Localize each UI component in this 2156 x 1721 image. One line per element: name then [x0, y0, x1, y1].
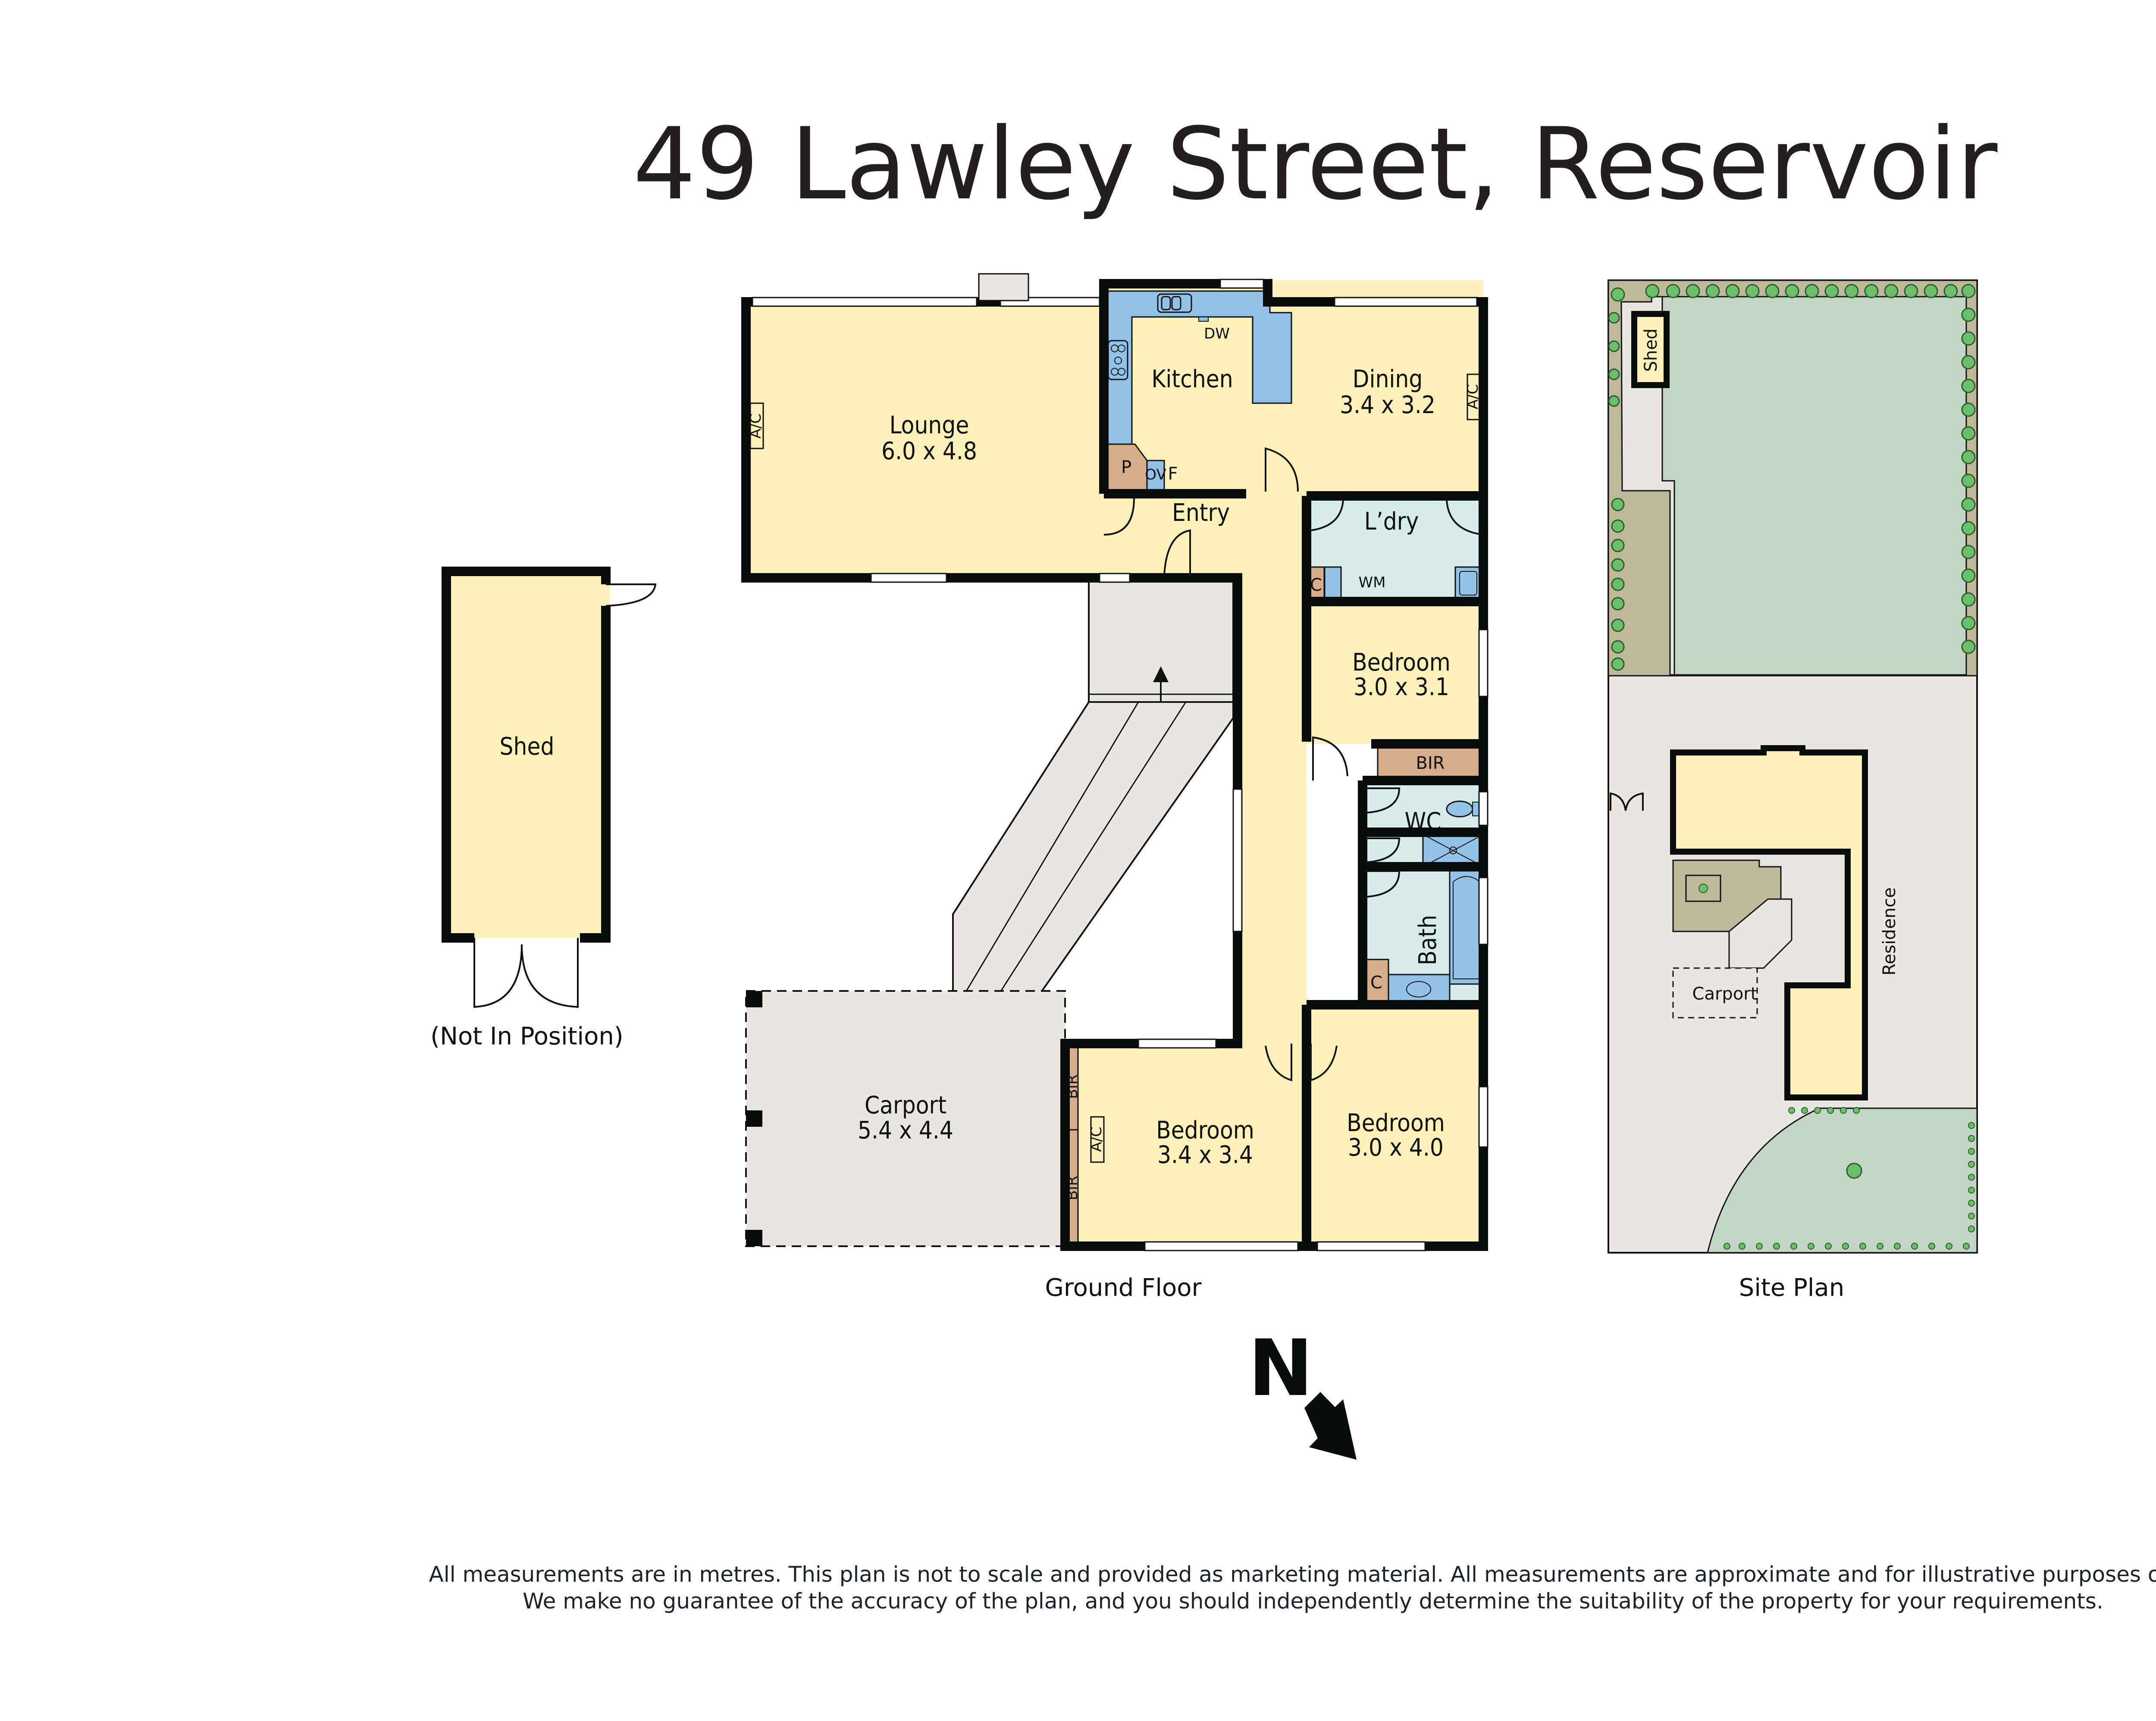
- bedroom-3-name: Bedroom: [1347, 1109, 1445, 1137]
- shower-icon: [1422, 834, 1484, 868]
- bath-label: Bath: [1414, 915, 1442, 965]
- bir-bed1-label: BIR: [1416, 753, 1445, 773]
- detached-shed: Shed (Not In Position): [430, 567, 657, 1050]
- rear-steps: [978, 273, 1029, 301]
- site-shed-label: Shed: [1641, 329, 1661, 372]
- laundry-cupboard-label: C: [1310, 575, 1322, 595]
- site-carport-label: Carport: [1692, 984, 1758, 1004]
- cooktop-icon: [1107, 340, 1128, 380]
- ground-floor-plan: Carport 5.4 x 4.4 DW: [741, 273, 1489, 1302]
- kitchen-benches: DW P OV F: [1105, 290, 1292, 492]
- carport-dims: 5.4 x 4.4: [858, 1116, 953, 1144]
- ac-unit-bedroom2: A/C: [1088, 1116, 1105, 1163]
- carport: Carport 5.4 x 4.4: [745, 990, 1066, 1247]
- basin-icon: [1406, 981, 1431, 997]
- dining-name: Dining: [1353, 365, 1423, 393]
- lounge: [746, 302, 1104, 578]
- bedroom-3-dims: 3.0 x 4.0: [1348, 1134, 1444, 1162]
- laundry-name: L’dry: [1364, 508, 1419, 536]
- site-residence: [1670, 745, 1868, 1100]
- bedroom-1-dims: 3.0 x 3.1: [1354, 673, 1449, 701]
- oven-label: OV: [1145, 466, 1166, 483]
- doors: [1103, 447, 1484, 1082]
- north-arrow-icon: N: [1248, 1323, 1357, 1460]
- ground-floor-caption: Ground Floor: [1045, 1274, 1202, 1302]
- disclaimer-line-1: All measurements are in metres. This pla…: [429, 1562, 2156, 1587]
- disclaimer-line-2: We make no guarantee of the accuracy of …: [523, 1589, 2103, 1614]
- shed-name: Shed: [500, 733, 555, 761]
- lounge-dims: 6.0 x 4.8: [881, 437, 977, 465]
- windows: [752, 279, 1489, 1251]
- bedroom-1: [1307, 602, 1483, 744]
- bedroom-2: [1065, 1044, 1307, 1246]
- trees: [1608, 284, 1976, 671]
- bedroom-2-dims: 3.4 x 3.4: [1157, 1141, 1253, 1169]
- carport-post: [746, 991, 762, 1007]
- shed-note: (Not In Position): [430, 1022, 623, 1050]
- bedroom-3: [1307, 1005, 1483, 1246]
- toilet-icon: [1446, 800, 1482, 818]
- carport-name: Carport: [865, 1091, 946, 1119]
- page-title: 49 Lawley Street, Reservoir: [633, 107, 1998, 222]
- fridge-label: F: [1168, 464, 1178, 484]
- bedroom-2-name: Bedroom: [1156, 1116, 1254, 1144]
- compass-letter: N: [1248, 1323, 1313, 1414]
- carport-post: [746, 1230, 762, 1246]
- residence-label: Residence: [1880, 887, 1899, 976]
- carport-post: [746, 1110, 762, 1127]
- rear-lawn: [1661, 296, 1967, 676]
- site-plan: Shed Carport Residence Site Plan: [1608, 279, 1978, 1302]
- svg-text:A/C: A/C: [1088, 1127, 1105, 1152]
- bedroom-1-name: Bedroom: [1352, 649, 1451, 677]
- bath-cupboard-label: C: [1370, 973, 1382, 993]
- dishwasher: [1198, 317, 1209, 322]
- dining-dims: 3.4 x 3.2: [1340, 391, 1435, 419]
- lounge-name: Lounge: [890, 411, 969, 439]
- sink-icon: [1157, 293, 1192, 313]
- bathtub-icon: [1449, 867, 1484, 985]
- washing-machine-label: WM: [1359, 574, 1386, 591]
- arrow-up-icon: [1153, 666, 1169, 702]
- site-plan-caption: Site Plan: [1739, 1274, 1844, 1302]
- kitchen-name: Kitchen: [1151, 365, 1233, 393]
- entry-name: Entry: [1172, 499, 1230, 527]
- front-path: [952, 576, 1234, 993]
- pantry-label: P: [1121, 458, 1131, 477]
- dishwasher-label: DW: [1204, 325, 1230, 342]
